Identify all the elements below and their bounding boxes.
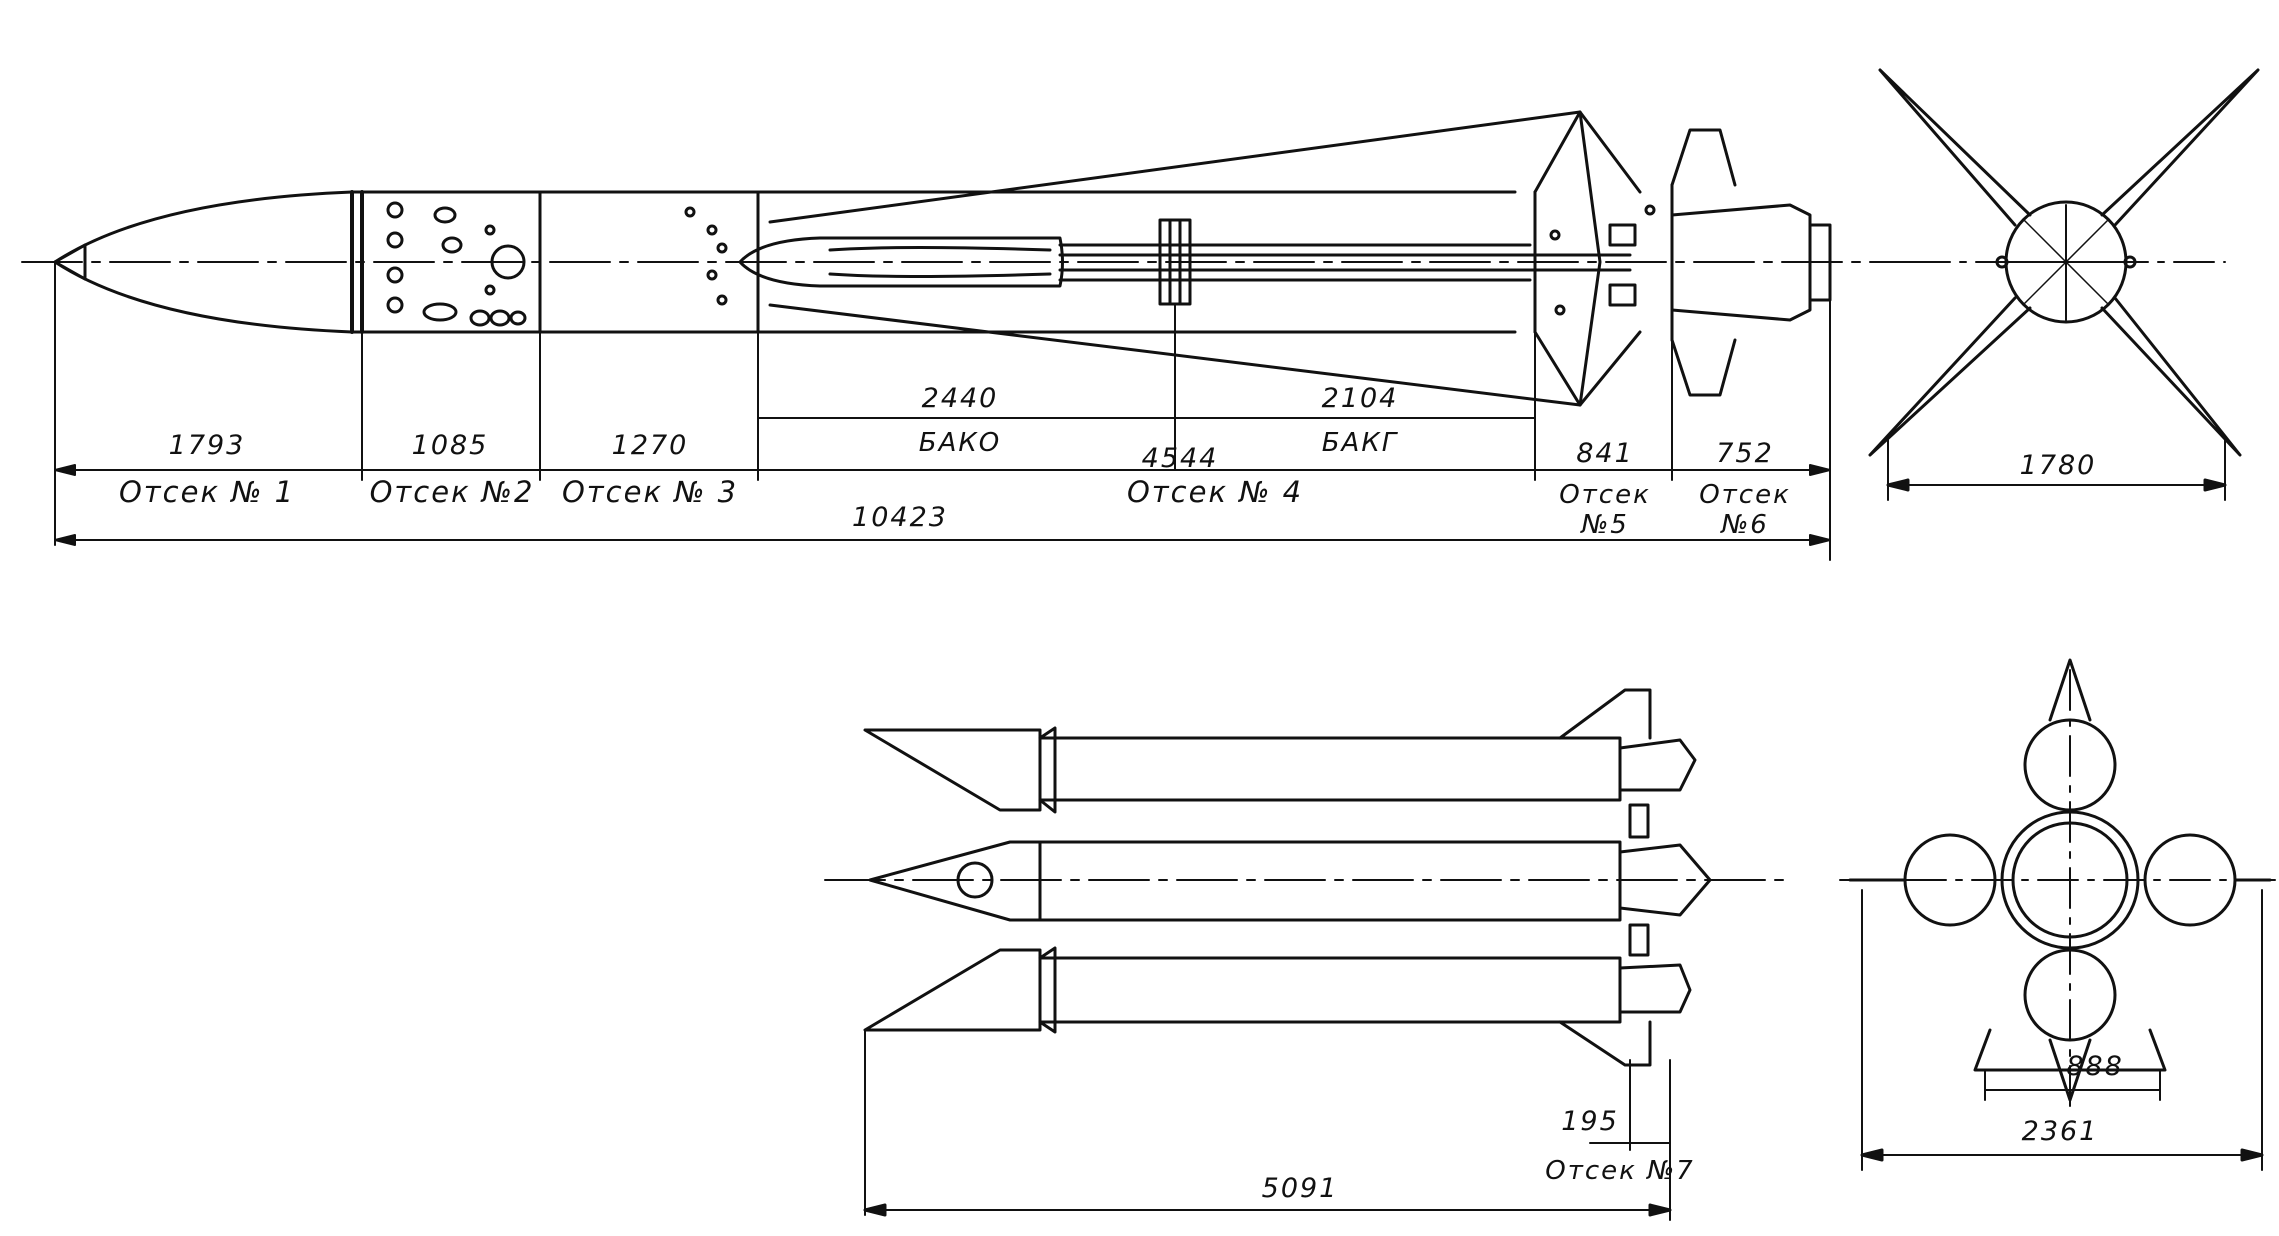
dim-fin-span: 1780 bbox=[2019, 450, 2097, 481]
dim-c5: 841 bbox=[1576, 438, 1634, 469]
label-tank-o: БАКО bbox=[918, 428, 1002, 458]
dim-inner-888: 888 bbox=[2066, 1051, 2124, 1082]
middle-porthole bbox=[956, 861, 994, 899]
label-c1: Отсек № 1 bbox=[118, 475, 296, 509]
label-c6-line2: №6 bbox=[1721, 510, 1769, 540]
label-c7: Отсек №7 bbox=[1545, 1156, 1695, 1186]
fin-lower-left bbox=[1868, 296, 2032, 457]
top-dimensions bbox=[54, 261, 1831, 561]
label-c6-line1: Отсек bbox=[1699, 480, 1791, 510]
dim-booster-length: 5091 bbox=[1261, 1173, 1339, 1204]
label-c2: Отсек №2 bbox=[369, 475, 535, 509]
missile-end-view bbox=[1868, 68, 2260, 501]
nozzle-block bbox=[1670, 203, 1812, 322]
main-wing bbox=[768, 110, 1642, 407]
dim-tank-o: 2440 bbox=[921, 383, 999, 414]
upper-booster bbox=[863, 728, 1042, 812]
middle-body bbox=[868, 840, 1622, 922]
label-c5-line1: Отсек bbox=[1559, 480, 1651, 510]
dim-c2: 1085 bbox=[411, 430, 489, 461]
booster-end-view bbox=[1839, 658, 2276, 1171]
missile-side-view bbox=[21, 110, 1916, 407]
label-c5-line2: №5 bbox=[1581, 510, 1629, 540]
dim-total-length: 10423 bbox=[852, 502, 948, 533]
center-body bbox=[2000, 810, 2140, 950]
fin-upper-right bbox=[2100, 68, 2260, 227]
hatch-circle bbox=[490, 244, 526, 280]
lower-booster bbox=[863, 948, 1042, 1032]
booster-top bbox=[2023, 718, 2117, 812]
dim-c7-small: 195 bbox=[1561, 1106, 1619, 1137]
nose-tip bbox=[53, 243, 87, 281]
fin-upper-left bbox=[1878, 68, 2032, 227]
dim-c1: 1793 bbox=[168, 430, 246, 461]
dim-c3: 1270 bbox=[611, 430, 689, 461]
lower-fin bbox=[1558, 1020, 1652, 1067]
dim-c6: 752 bbox=[1716, 438, 1774, 469]
upper-fin bbox=[1558, 688, 1652, 740]
propellant-tank bbox=[738, 236, 1064, 288]
fuselage bbox=[350, 190, 1517, 334]
booster-bottom bbox=[2023, 948, 2117, 1042]
label-c4: Отсек № 4 bbox=[1126, 475, 1304, 509]
dim-span-2361: 2361 bbox=[2021, 1116, 2099, 1147]
label-c3: Отсек № 3 bbox=[561, 475, 739, 509]
tail-fins bbox=[1670, 128, 1737, 397]
fin-lower-right bbox=[2100, 296, 2242, 457]
dim-tank-g: 2104 bbox=[1321, 383, 1399, 414]
dim-c4-length: 4544 bbox=[1141, 443, 1219, 474]
booster-side-view bbox=[824, 688, 1791, 1221]
label-tank-g: БАКГ bbox=[1321, 428, 1399, 458]
